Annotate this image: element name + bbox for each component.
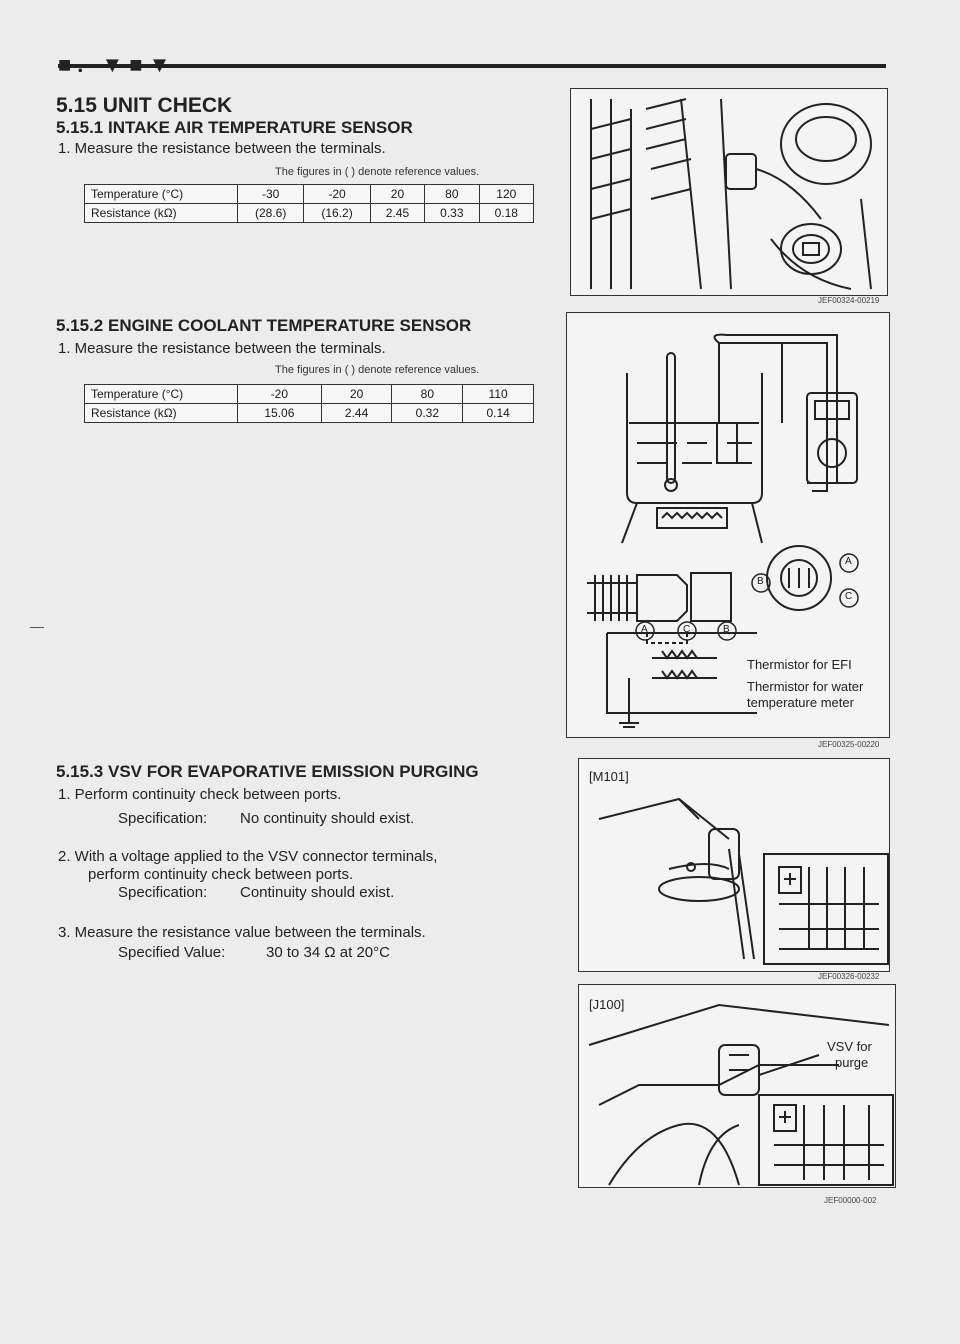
margin-mark <box>30 627 44 628</box>
figure-coolant-sensor: A C B B A C Thermistor for EFI Thermisto… <box>566 312 890 738</box>
thermistor-efi-label: Thermistor for EFI <box>747 657 852 672</box>
vsv-step-2-line-2: perform continuity check between ports. <box>88 866 354 883</box>
vsv-spec-2-value: Continuity should exist. <box>240 884 395 901</box>
figure-2-code: JEF00325-00220 <box>818 740 880 749</box>
table-cell: 0.33 <box>424 203 480 223</box>
table-cell: 20 <box>369 184 426 204</box>
figure-1-code: JEF00324-00219 <box>818 296 880 305</box>
table-header-resistance: Resistance (kΩ) <box>84 203 238 223</box>
vsv-purge-label-2: purge <box>835 1055 869 1070</box>
table-cell: 15.06 <box>237 403 322 423</box>
vsv-spec-3-label: Specified Value: <box>118 944 226 961</box>
table-header-resistance: Resistance (kΩ) <box>84 403 238 423</box>
coolant-sensor-diagram <box>587 333 859 728</box>
section-title: 5.15 UNIT CHECK <box>56 94 233 117</box>
schematic-terminal-c: C <box>683 624 691 635</box>
table-cell: -20 <box>303 184 371 204</box>
schematic-terminal-a: A <box>641 624 648 635</box>
header-rule <box>58 64 886 68</box>
table-cell: 2.45 <box>369 203 426 223</box>
table-cell: -30 <box>236 184 305 204</box>
intake-title: 5.15.1 INTAKE AIR TEMPERATURE SENSOR <box>56 118 413 137</box>
vsv-j100-illustration <box>588 1003 894 1186</box>
connector-terminal-c: C <box>845 591 853 602</box>
table-header-temperature: Temperature (°C) <box>84 384 238 404</box>
intake-note: The figures in ( ) denote reference valu… <box>275 166 480 178</box>
vsv-m101-illustration <box>598 797 889 965</box>
table-cell: 0.14 <box>462 403 534 423</box>
figure-intake-sensor <box>570 88 888 296</box>
vsv-spec-1-value: No continuity should exist. <box>240 810 415 827</box>
coolant-step-1: 1. Measure the resistance between the te… <box>58 340 386 357</box>
table-cell: 20 <box>320 384 393 404</box>
vsv-spec-2-label: Specification: <box>118 884 208 901</box>
figure-4-label: [J100] <box>589 997 625 1012</box>
connector-terminal-a: A <box>845 556 852 567</box>
figure-vsv-m101: [M101] <box>578 758 890 972</box>
figure-4-code: JEF00000-002 <box>824 1196 877 1205</box>
vsv-spec-1-label: Specification: <box>118 810 208 827</box>
vsv-purge-label-1: VSV for <box>827 1039 872 1054</box>
table-cell: 110 <box>462 384 534 404</box>
table-row: Resistance (kΩ) 15.06 2.44 0.32 0.14 <box>84 403 534 423</box>
coolant-table: Temperature (°C) -20 20 80 110 Resistanc… <box>84 384 534 423</box>
figure-3-label: [M101] <box>589 769 629 784</box>
thermistor-water-label-2: temperature meter <box>747 695 854 710</box>
connector-terminal-b: B <box>757 576 764 587</box>
vsv-step-1: 1. Perform continuity check between port… <box>58 786 342 803</box>
coolant-note: The figures in ( ) denote reference valu… <box>275 364 480 376</box>
vsv-step-2-line-1: 2. With a voltage applied to the VSV con… <box>58 848 438 865</box>
intake-step-1: 1. Measure the resistance between the te… <box>58 140 386 157</box>
coolant-title: 5.15.2 ENGINE COOLANT TEMPERATURE SENSOR <box>56 316 472 335</box>
table-cell: (16.2) <box>303 203 371 223</box>
table-header-temperature: Temperature (°C) <box>84 184 238 204</box>
table-cell: 120 <box>478 184 535 204</box>
vsv-title: 5.15.3 VSV FOR EVAPORATIVE EMISSION PURG… <box>56 762 479 781</box>
table-cell: 2.44 <box>320 403 393 423</box>
figure-3-code: JEF00326-00232 <box>818 972 880 981</box>
table-cell: 0.32 <box>391 403 464 423</box>
vsv-spec-3-value: 30 to 34 Ω at 20°C <box>266 944 390 961</box>
vsv-step-3: 3. Measure the resistance value between … <box>58 924 426 941</box>
table-row: Temperature (°C) -30 -20 20 80 120 <box>84 184 535 204</box>
table-cell: 80 <box>391 384 464 404</box>
intake-sensor-illustration <box>590 98 872 290</box>
table-cell: 0.18 <box>478 203 535 223</box>
figure-vsv-j100: [J100] VSV for purge <box>578 984 896 1188</box>
thermistor-water-label-1: Thermistor for water <box>747 679 864 694</box>
table-row: Temperature (°C) -20 20 80 110 <box>84 384 534 404</box>
table-cell: (28.6) <box>236 203 305 223</box>
table-cell: 80 <box>424 184 480 204</box>
schematic-terminal-b: B <box>723 624 730 635</box>
table-cell: -20 <box>237 384 322 404</box>
intake-table: Temperature (°C) -30 -20 20 80 120 Resis… <box>84 184 535 223</box>
table-row: Resistance (kΩ) (28.6) (16.2) 2.45 0.33 … <box>84 203 535 223</box>
